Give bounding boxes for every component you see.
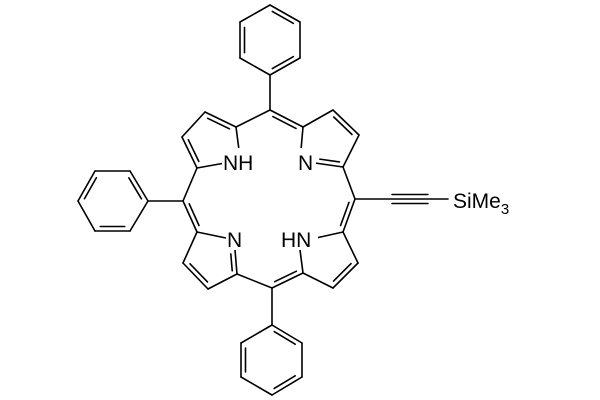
- bond: [236, 273, 273, 289]
- bond: [77, 170, 96, 202]
- bond: [300, 126, 304, 151]
- bond: [204, 111, 237, 128]
- bond: [196, 231, 227, 239]
- nh-label-top: NH: [223, 152, 253, 175]
- bond: [235, 126, 240, 151]
- bond: [299, 249, 304, 274]
- double-bond-line: [272, 115, 297, 130]
- trimethylsilyl-label: SiMe3: [453, 190, 509, 218]
- double-bond-line: [230, 253, 234, 272]
- double-bond-line: [189, 262, 209, 283]
- bond: [271, 324, 303, 344]
- bond: [342, 231, 359, 264]
- double-bond-line: [273, 375, 296, 390]
- bond: [314, 162, 344, 168]
- double-bond-line: [319, 158, 341, 163]
- bond: [181, 111, 206, 138]
- bond: [129, 170, 149, 202]
- bond: [240, 376, 273, 396]
- bond: [315, 231, 344, 239]
- bond: [269, 109, 304, 128]
- bond: [239, 57, 271, 76]
- bond: [129, 200, 149, 232]
- double-bond-line: [332, 262, 352, 282]
- silyl-text: SiMe: [453, 190, 501, 213]
- bond: [239, 4, 271, 23]
- bond: [207, 273, 238, 290]
- double-bond-line: [271, 10, 295, 25]
- bond: [240, 324, 273, 344]
- bonds: [77, 4, 449, 396]
- bond: [269, 4, 301, 23]
- hn-label-bottom: HN: [281, 229, 311, 252]
- n-label-bottom: N: [227, 229, 242, 252]
- double-bond-line: [83, 176, 98, 200]
- bond: [269, 57, 301, 76]
- silyl-subscript: 3: [501, 201, 509, 218]
- bond: [271, 272, 304, 289]
- bond: [77, 200, 96, 232]
- double-bond-line: [273, 270, 298, 283]
- bond: [342, 166, 356, 200]
- double-bond-line: [271, 55, 295, 70]
- bond: [181, 136, 198, 169]
- double-bond-line: [206, 117, 231, 130]
- bond: [182, 231, 198, 264]
- bond: [182, 167, 198, 202]
- bond: [302, 272, 334, 289]
- bond: [234, 249, 238, 275]
- bond: [235, 109, 271, 128]
- bond: [342, 134, 360, 168]
- bond: [271, 376, 303, 396]
- bond: [302, 109, 334, 128]
- n-label-top: N: [298, 152, 313, 175]
- double-bond-line: [187, 138, 200, 163]
- bond: [332, 109, 360, 136]
- atom-labels: NH N N HN SiMe3: [222, 148, 509, 252]
- bond: [182, 200, 198, 233]
- double-bond-line: [188, 202, 200, 227]
- double-bond-line: [332, 116, 353, 136]
- bond: [332, 262, 359, 289]
- double-bond-line: [273, 330, 296, 345]
- double-bond-line: [339, 201, 350, 227]
- bond: [182, 262, 209, 290]
- bond: [342, 198, 356, 233]
- bond: [196, 162, 226, 169]
- double-bond-line: [128, 177, 143, 200]
